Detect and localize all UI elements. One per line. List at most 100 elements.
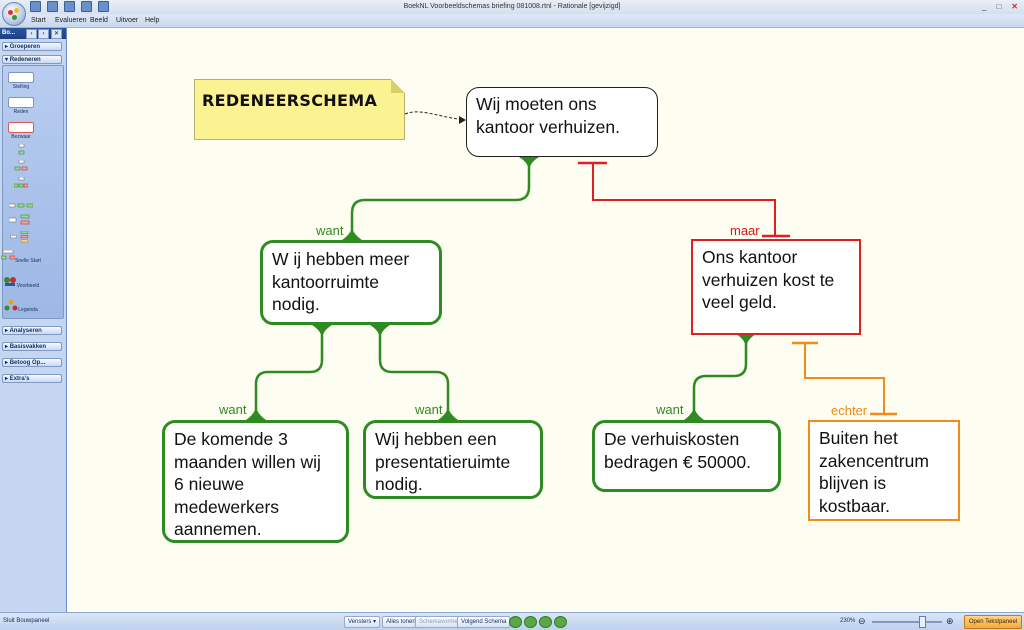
menu-bar: Start Evalueren Beeld Uitvoer Help	[0, 14, 1024, 28]
save-icon[interactable]	[64, 1, 75, 12]
tool-reden[interactable]: Reden	[0, 97, 42, 115]
new-icon[interactable]	[30, 1, 41, 12]
tool-voorbeeld[interactable]: Voorbeeld	[0, 275, 42, 289]
reason-box-main[interactable]: W ij hebben meer kantoorruimte nodig.	[260, 240, 442, 325]
tool-label: Snelle Start	[15, 258, 41, 264]
group-extras[interactable]: ▸ Extra's	[2, 374, 62, 383]
tool-template-1[interactable]	[0, 143, 42, 158]
chain-template-icon	[8, 214, 30, 225]
close-icon[interactable]: ✕	[1011, 2, 1018, 11]
redeneren-tools: Stelling Reden Bezwaar Snelle Start Voor…	[0, 65, 64, 319]
maximize-icon[interactable]: □	[996, 2, 1002, 11]
objection-line: verhuizen kost te	[702, 269, 835, 290]
close-build-panel-button[interactable]: Sluit Bouwpaneel	[3, 618, 50, 624]
tool-snelle-start[interactable]: Snelle Start	[0, 249, 42, 264]
reason-line: bedragen € 50000.	[604, 451, 751, 472]
menu-uitvoer[interactable]: Uitvoer	[116, 17, 139, 24]
status-bar: Sluit Bouwpaneel Vensters ▾ Alles tonen …	[0, 612, 1024, 630]
reason-box-icon	[8, 97, 34, 108]
volgend-schema-button[interactable]: Volgend Schema	[457, 616, 511, 628]
rebuttal-line: blijven is	[819, 473, 887, 493]
objection-box[interactable]: Ons kantoor verhuizen kost te veel geld.	[691, 239, 861, 335]
reason-line: nodig.	[272, 294, 320, 314]
title-bar: BoekNL Voorbeeldschemas briefing 081008.…	[0, 0, 1024, 14]
rebuttal-line: kostbaar.	[819, 495, 891, 516]
arrow-right-icon[interactable]	[554, 616, 567, 628]
quick-start-icon	[0, 249, 16, 260]
reason-line: medewerkers	[174, 496, 280, 517]
label-want: want	[656, 402, 684, 417]
group-label: Extra's	[9, 376, 30, 382]
label-want: want	[219, 402, 247, 417]
reason-box-sub3[interactable]: De verhuiskosten bedragen € 50000.	[592, 420, 781, 492]
label-echter: echter	[831, 403, 868, 418]
tool-label: Reden	[13, 109, 29, 115]
menu-beeld[interactable]: Beeld	[90, 17, 108, 24]
reason-box-sub1[interactable]: De komende 3 maanden willen wij 6 nieuwe…	[162, 420, 349, 543]
build-panel-header: Bo... ‹ › ✕	[0, 28, 66, 39]
app-menu-button[interactable]	[2, 2, 26, 26]
group-basisvakken[interactable]: ▸ Basisvakken	[2, 342, 62, 351]
panel-close-icon[interactable]: ✕	[51, 29, 62, 39]
tool-template-3[interactable]	[0, 176, 42, 191]
tool-label: Voorbeeld	[16, 283, 40, 289]
build-panel: Bo... ‹ › ✕ ▸ Groeperen ▾ Redeneren Stel…	[0, 28, 67, 612]
menu-evalueren[interactable]: Evalueren	[55, 17, 87, 24]
reason-line: 6 nieuwe	[174, 474, 245, 494]
arrow-up-icon[interactable]	[524, 616, 537, 628]
zoom-slider[interactable]	[872, 621, 942, 623]
reason-line: W ij hebben meer	[272, 249, 410, 269]
tree-template-icon	[18, 143, 25, 155]
zoom-in-icon[interactable]: ⊕	[946, 616, 954, 626]
objection-line: Ons kantoor	[702, 247, 798, 267]
objection-line: veel geld.	[702, 292, 777, 312]
group-label: Redeneren	[9, 57, 41, 63]
group-groeperen[interactable]: ▸ Groeperen	[2, 42, 62, 51]
tool-stelling[interactable]: Stelling	[0, 72, 42, 90]
reason-line: kantoorruimte	[272, 271, 379, 292]
panel-prev-icon[interactable]: ‹	[26, 29, 37, 39]
group-betoog-opbouwen[interactable]: ▸ Betoog Op...	[2, 358, 62, 367]
tool-legenda[interactable]: Legenda	[0, 299, 42, 313]
menu-start[interactable]: Start	[31, 17, 46, 24]
undo-icon[interactable]	[81, 1, 92, 12]
arrow-left-icon[interactable]	[509, 616, 522, 628]
open-icon[interactable]	[47, 1, 58, 12]
vensters-label: Vensters	[348, 619, 372, 625]
example-icon	[3, 277, 16, 286]
chain-template-icon	[8, 203, 34, 208]
reason-line: nodig.	[375, 474, 423, 494]
vensters-dropdown[interactable]: Vensters ▾	[344, 616, 381, 628]
tool-template-5[interactable]	[0, 214, 42, 228]
rebuttal-box[interactable]: Buiten het zakencentrum blijven is kostb…	[808, 420, 960, 521]
tool-label: Stelling	[12, 84, 30, 90]
help-icon[interactable]	[98, 1, 109, 12]
arrow-down-icon[interactable]	[539, 616, 552, 628]
menu-help[interactable]: Help	[145, 17, 160, 24]
open-text-panel-button[interactable]: Open Tekstpaneel	[964, 615, 1022, 629]
chain-template-icon	[10, 230, 29, 243]
label-want: want	[415, 402, 443, 417]
tool-template-6[interactable]	[0, 230, 42, 245]
reason-line: De komende 3	[174, 429, 288, 449]
label-maar: maar	[730, 223, 760, 238]
group-analyseren[interactable]: ▸ Analyseren	[2, 326, 62, 335]
tool-bezwaar[interactable]: Bezwaar	[0, 122, 42, 140]
claim-line: kantoor verhuizen.	[476, 116, 620, 137]
tool-template-4[interactable]	[0, 199, 42, 213]
claim-box[interactable]: Wij moeten ons kantoor verhuizen.	[466, 87, 658, 157]
minimize-icon[interactable]: _	[982, 2, 987, 11]
tool-template-2[interactable]	[0, 159, 42, 174]
panel-next-icon[interactable]: ›	[38, 29, 49, 39]
tree-template-icon	[13, 176, 29, 188]
tree-template-icon	[14, 159, 28, 171]
zoom-slider-thumb[interactable]	[919, 616, 926, 628]
group-label: Groeperen	[9, 44, 41, 50]
window-title: BoekNL Voorbeeldschemas briefing 081008.…	[403, 3, 621, 10]
tool-label: Legenda	[18, 307, 38, 313]
group-redeneren[interactable]: ▾ Redeneren	[2, 55, 62, 64]
window-controls: _ □ ✕	[982, 2, 1018, 11]
note-box[interactable]: REDENEERSCHEMA	[194, 79, 405, 140]
zoom-out-icon[interactable]: ⊖	[858, 616, 866, 626]
reason-box-sub2[interactable]: Wij hebben een presentatieruimte nodig.	[363, 420, 543, 499]
